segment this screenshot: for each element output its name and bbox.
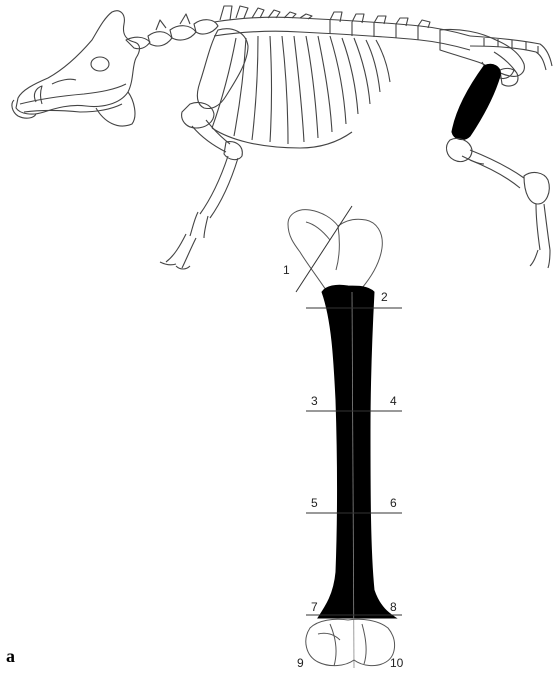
section-label-4: 4 <box>390 394 397 408</box>
cervical-vertebrae <box>126 14 218 49</box>
femur-highlighted <box>452 64 500 139</box>
femur-shaft <box>318 285 396 618</box>
skull <box>12 11 140 126</box>
section-label-8: 8 <box>390 600 397 614</box>
measurement-line-1 <box>296 206 352 292</box>
spine <box>214 6 470 50</box>
section-label-3: 3 <box>311 394 318 408</box>
ribs <box>212 36 390 148</box>
section-label-7: 7 <box>311 600 318 614</box>
section-label-9: 9 <box>297 656 304 670</box>
boar-skeleton <box>12 6 552 269</box>
section-label-5: 5 <box>311 496 318 510</box>
section-label-1: 1 <box>283 263 290 277</box>
femur-detail: 1 2 3 4 5 6 7 8 9 10 <box>283 206 404 670</box>
section-label-2: 2 <box>381 290 388 304</box>
panel-label: a <box>6 646 15 667</box>
section-label-6: 6 <box>390 496 397 510</box>
hind-limb <box>447 64 550 268</box>
fore-limb <box>160 102 242 269</box>
femur-distal-epiphysis <box>306 619 395 666</box>
femur-proximal-epiphysis <box>288 210 382 290</box>
section-label-10: 10 <box>390 656 404 670</box>
